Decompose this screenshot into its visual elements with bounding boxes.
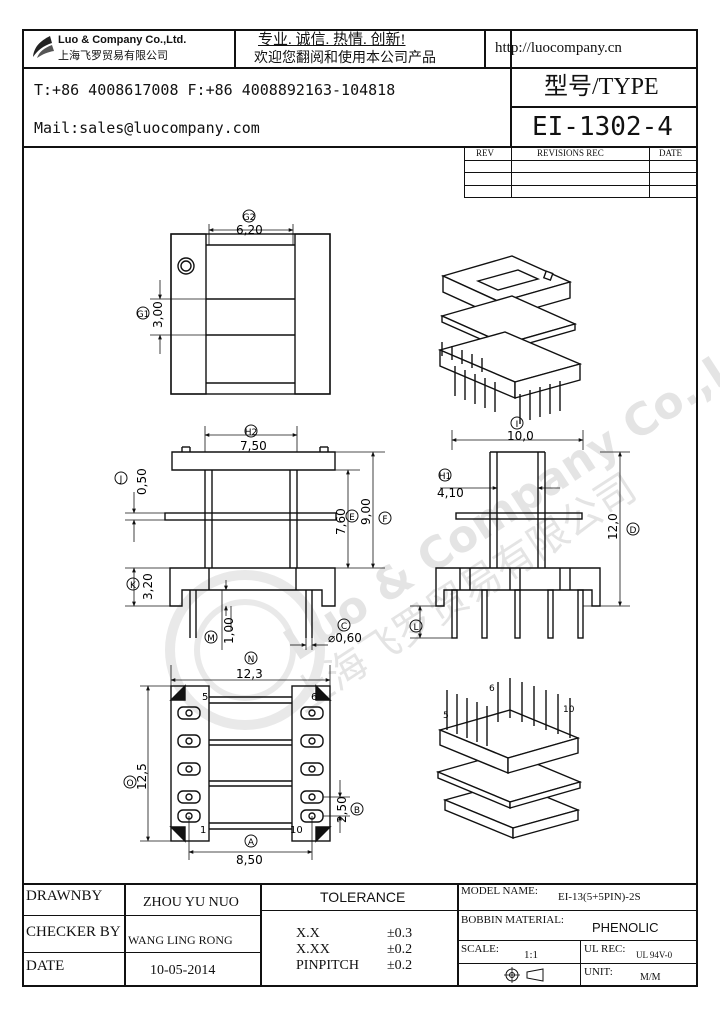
date-label: DATE (26, 958, 65, 974)
dim-letter-B: B (354, 806, 360, 816)
dim-I: 10,0 (507, 429, 534, 443)
iso-pin-label-10: 10 (563, 705, 575, 715)
projection-symbol-icon (504, 967, 544, 983)
dim-letter-D: D (630, 526, 637, 536)
company-welcome: 欢迎您翻阅和使用本公司产品 (254, 51, 436, 66)
dim-letter-G2: G2 (243, 213, 256, 223)
unit-value: M/M (640, 972, 661, 983)
dim-letter-M: M (207, 634, 215, 644)
tol-value-pinpitch: ±0.2 (387, 958, 413, 973)
checker-label: CHECKER BY (26, 924, 121, 940)
ulrec-label: UL REC: (584, 943, 626, 955)
pin-label-5: 5 (202, 692, 208, 703)
dim-J: 0,50 (135, 468, 149, 495)
dim-D: 12,0 (606, 513, 620, 540)
bottom-view (140, 665, 350, 860)
contact-mail[interactable]: Mail:sales@luocompany.com (34, 119, 260, 137)
dim-B: 2,50 (335, 796, 349, 823)
revisions-rec-header: REVISIONS REC (537, 148, 604, 158)
bobbin-value: PHENOLIC (592, 920, 659, 935)
dim-letter-F: F (382, 515, 387, 525)
pin-label-10: 10 (290, 825, 303, 836)
header-divider (22, 67, 510, 69)
company-website-link[interactable]: http://luocompany.cn (495, 40, 622, 56)
checker-value: WANG LING RONG (128, 933, 233, 947)
isometric-view-top (437, 255, 583, 424)
header-divider (484, 29, 486, 68)
date-value: 10-05-2014 (150, 963, 216, 978)
drawnby-label: DRAWNBY (26, 888, 103, 904)
header-divider (22, 146, 698, 148)
bobbin-label: BOBBIN MATERIAL: (461, 914, 564, 926)
dim-letter-L: L (413, 623, 418, 633)
type-value: EI-1302-4 (532, 112, 673, 142)
isometric-view-bottom (435, 678, 583, 840)
dim-C: ⌀0,60 (328, 631, 362, 645)
dim-E: 7,60 (334, 508, 348, 535)
side-view (410, 430, 630, 639)
model-label: MODEL NAME: (461, 885, 538, 897)
drawnby-value: ZHOU YU NUO (143, 895, 239, 910)
contact-phone-fax: T:+86 4008617008 F:+86 4008892163-104818 (34, 81, 396, 99)
dim-N: 12,3 (236, 667, 263, 681)
dim-H2: 7,50 (240, 439, 267, 453)
pin-label-1: 1 (200, 825, 206, 836)
date-header: DATE (659, 148, 682, 158)
ulrec-value: UL 94V-0 (636, 950, 673, 960)
tol-value-xx: ±0.3 (387, 926, 413, 941)
tol-value-xxx: ±0.2 (387, 942, 413, 957)
header-divider (510, 106, 698, 108)
tolerance-label: TOLERANCE (320, 889, 406, 905)
dim-letter-J: J (119, 475, 123, 485)
tol-label-xx: X.X (296, 926, 320, 941)
company-slogan: 专业. 诚信. 热情. 创新! (258, 32, 406, 48)
dim-letter-N: N (248, 655, 255, 665)
dim-letter-H2: H2 (245, 428, 258, 438)
iso-pin-label-6: 6 (489, 684, 495, 694)
front-view (125, 426, 385, 650)
header-divider (510, 67, 698, 69)
dim-letter-A: A (248, 838, 255, 848)
dim-letter-K: K (130, 581, 137, 591)
dim-A: 8,50 (236, 853, 263, 867)
scale-label: SCALE: (461, 943, 499, 955)
tol-label-xxx: X.XX (296, 942, 330, 957)
title-block-border (22, 883, 698, 885)
pin-label-6: 6 (311, 692, 317, 703)
dim-letter-O: O (126, 779, 133, 789)
unit-label: UNIT: (584, 966, 613, 978)
dim-M: 1,00 (222, 617, 236, 644)
company-logo-icon (33, 36, 54, 58)
dim-F: 9,00 (359, 498, 373, 525)
model-value: EI-13(5+5PIN)-2S (558, 891, 641, 903)
header-divider (234, 29, 236, 68)
company-name-en: Luo & Company Co.,Ltd. (58, 34, 187, 46)
dim-letter-G1: G1 (137, 310, 150, 320)
tol-label-pinpitch: PINPITCH (296, 958, 360, 973)
dim-letter-E: E (349, 513, 355, 523)
drawing-frame (22, 29, 698, 987)
dim-O: 12,5 (135, 763, 149, 790)
iso-pin-label-5: 5 (443, 711, 449, 721)
rev-header: REV (476, 148, 494, 158)
scale-value: 1:1 (524, 949, 539, 961)
dim-G1: 3,00 (151, 301, 165, 328)
dim-H1: 4,10 (437, 486, 464, 500)
dim-letter-H1: H1 (439, 472, 452, 482)
dim-G2: 6,20 (236, 223, 263, 237)
company-name-cn: 上海飞罗贸易有限公司 (58, 50, 168, 62)
dim-K: 3,20 (141, 573, 155, 600)
type-label: 型号/TYPE (544, 74, 659, 100)
header-divider (510, 29, 512, 147)
dim-letter-C: C (341, 622, 347, 632)
dim-letter-I: I (516, 420, 519, 430)
top-view (150, 224, 331, 395)
